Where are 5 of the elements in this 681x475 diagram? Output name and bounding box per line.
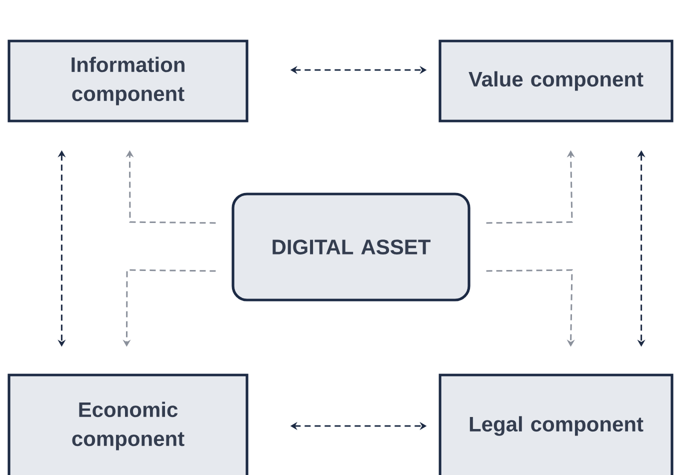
component-box: Value component <box>438 40 674 122</box>
component-box: Economic component <box>8 374 248 475</box>
component-box: Legal component <box>438 374 674 475</box>
center-box: DIGITAL ASSET <box>232 192 470 302</box>
component-box: Information component <box>8 40 248 122</box>
